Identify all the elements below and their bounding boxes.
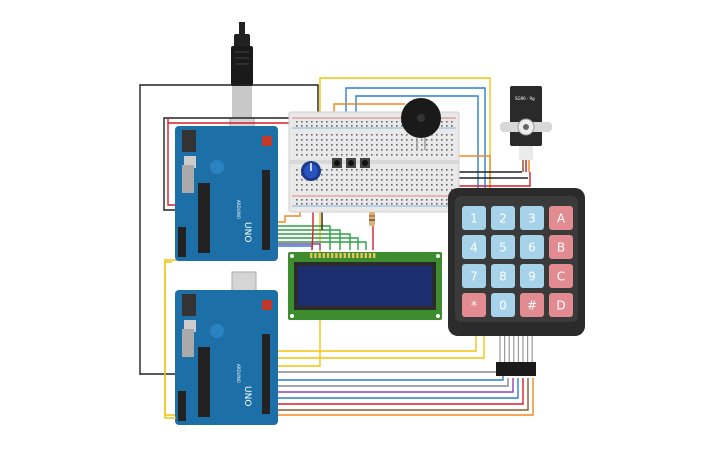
keypad-key-c[interactable]: C bbox=[549, 264, 573, 288]
uno-text-bottom: UNO bbox=[242, 386, 252, 406]
keypad-key-3[interactable]: 3 bbox=[520, 206, 544, 230]
keypad-key-label: A bbox=[557, 212, 566, 226]
keypad-key-1[interactable]: 1 bbox=[462, 206, 486, 230]
keypad-key-label: 7 bbox=[470, 270, 478, 284]
keypad-key-label: 6 bbox=[528, 241, 536, 255]
keypad-key-label: 2 bbox=[499, 212, 507, 226]
servo-label: SG90 · 9g bbox=[515, 96, 535, 101]
keypad-key-star[interactable]: * bbox=[462, 293, 486, 317]
keypad-key-label: # bbox=[527, 299, 537, 313]
reset-button-bottom[interactable] bbox=[262, 300, 272, 310]
potentiometer[interactable] bbox=[301, 161, 321, 181]
arduino-brand-bottom: ARDUINO bbox=[236, 364, 241, 383]
keypad-4x4: 1 2 3 A 4 5 6 B 7 8 9 C * 0 # D bbox=[448, 188, 585, 376]
arduino-brand-top: ARDUINO bbox=[236, 200, 241, 219]
lcd-screen bbox=[298, 266, 432, 306]
keypad-key-label: C bbox=[557, 270, 565, 284]
keypad-key-label: 4 bbox=[470, 241, 478, 255]
keypad-key-label: 8 bbox=[499, 270, 507, 284]
keypad-key-label: B bbox=[557, 241, 565, 255]
keypad-key-a[interactable]: A bbox=[549, 206, 573, 230]
arduino-uno-top: UNO ARDUINO bbox=[175, 126, 278, 261]
servo-motor: SG90 · 9g bbox=[500, 86, 552, 172]
keypad-key-label: D bbox=[556, 299, 565, 313]
push-buttons[interactable] bbox=[332, 158, 370, 168]
keypad-key-b[interactable]: B bbox=[549, 235, 573, 259]
keypad-key-5[interactable]: 5 bbox=[491, 235, 515, 259]
keypad-key-8[interactable]: 8 bbox=[491, 264, 515, 288]
keypad-key-label: * bbox=[471, 299, 477, 313]
keypad-key-d[interactable]: D bbox=[549, 293, 573, 317]
reset-button-top[interactable] bbox=[262, 136, 272, 146]
atmega-chip-bottom bbox=[198, 347, 210, 417]
uno-text-top: UNO bbox=[242, 222, 252, 242]
resistors bbox=[369, 212, 375, 226]
lcd-16x2 bbox=[288, 252, 442, 320]
wire-yellow-loop bbox=[164, 261, 176, 419]
keypad-key-7[interactable]: 7 bbox=[462, 264, 486, 288]
atmega-chip-top bbox=[198, 183, 210, 253]
piezo-buzzer bbox=[401, 98, 441, 150]
keypad-key-label: 1 bbox=[470, 212, 478, 226]
arduino-uno-bottom: UNO ARDUINO bbox=[175, 271, 278, 425]
keypad-key-0[interactable]: 0 bbox=[491, 293, 515, 317]
keypad-connector bbox=[496, 362, 536, 376]
keypad-key-label: 9 bbox=[528, 270, 536, 284]
keypad-key-label: 5 bbox=[499, 241, 507, 255]
keypad-key-9[interactable]: 9 bbox=[520, 264, 544, 288]
keypad-key-label: 3 bbox=[528, 212, 536, 226]
keypad-key-label: 0 bbox=[499, 299, 507, 313]
keypad-key-4[interactable]: 4 bbox=[462, 235, 486, 259]
keypad-key-2[interactable]: 2 bbox=[491, 206, 515, 230]
keypad-key-6[interactable]: 6 bbox=[520, 235, 544, 259]
keypad-key-hash[interactable]: # bbox=[520, 293, 544, 317]
